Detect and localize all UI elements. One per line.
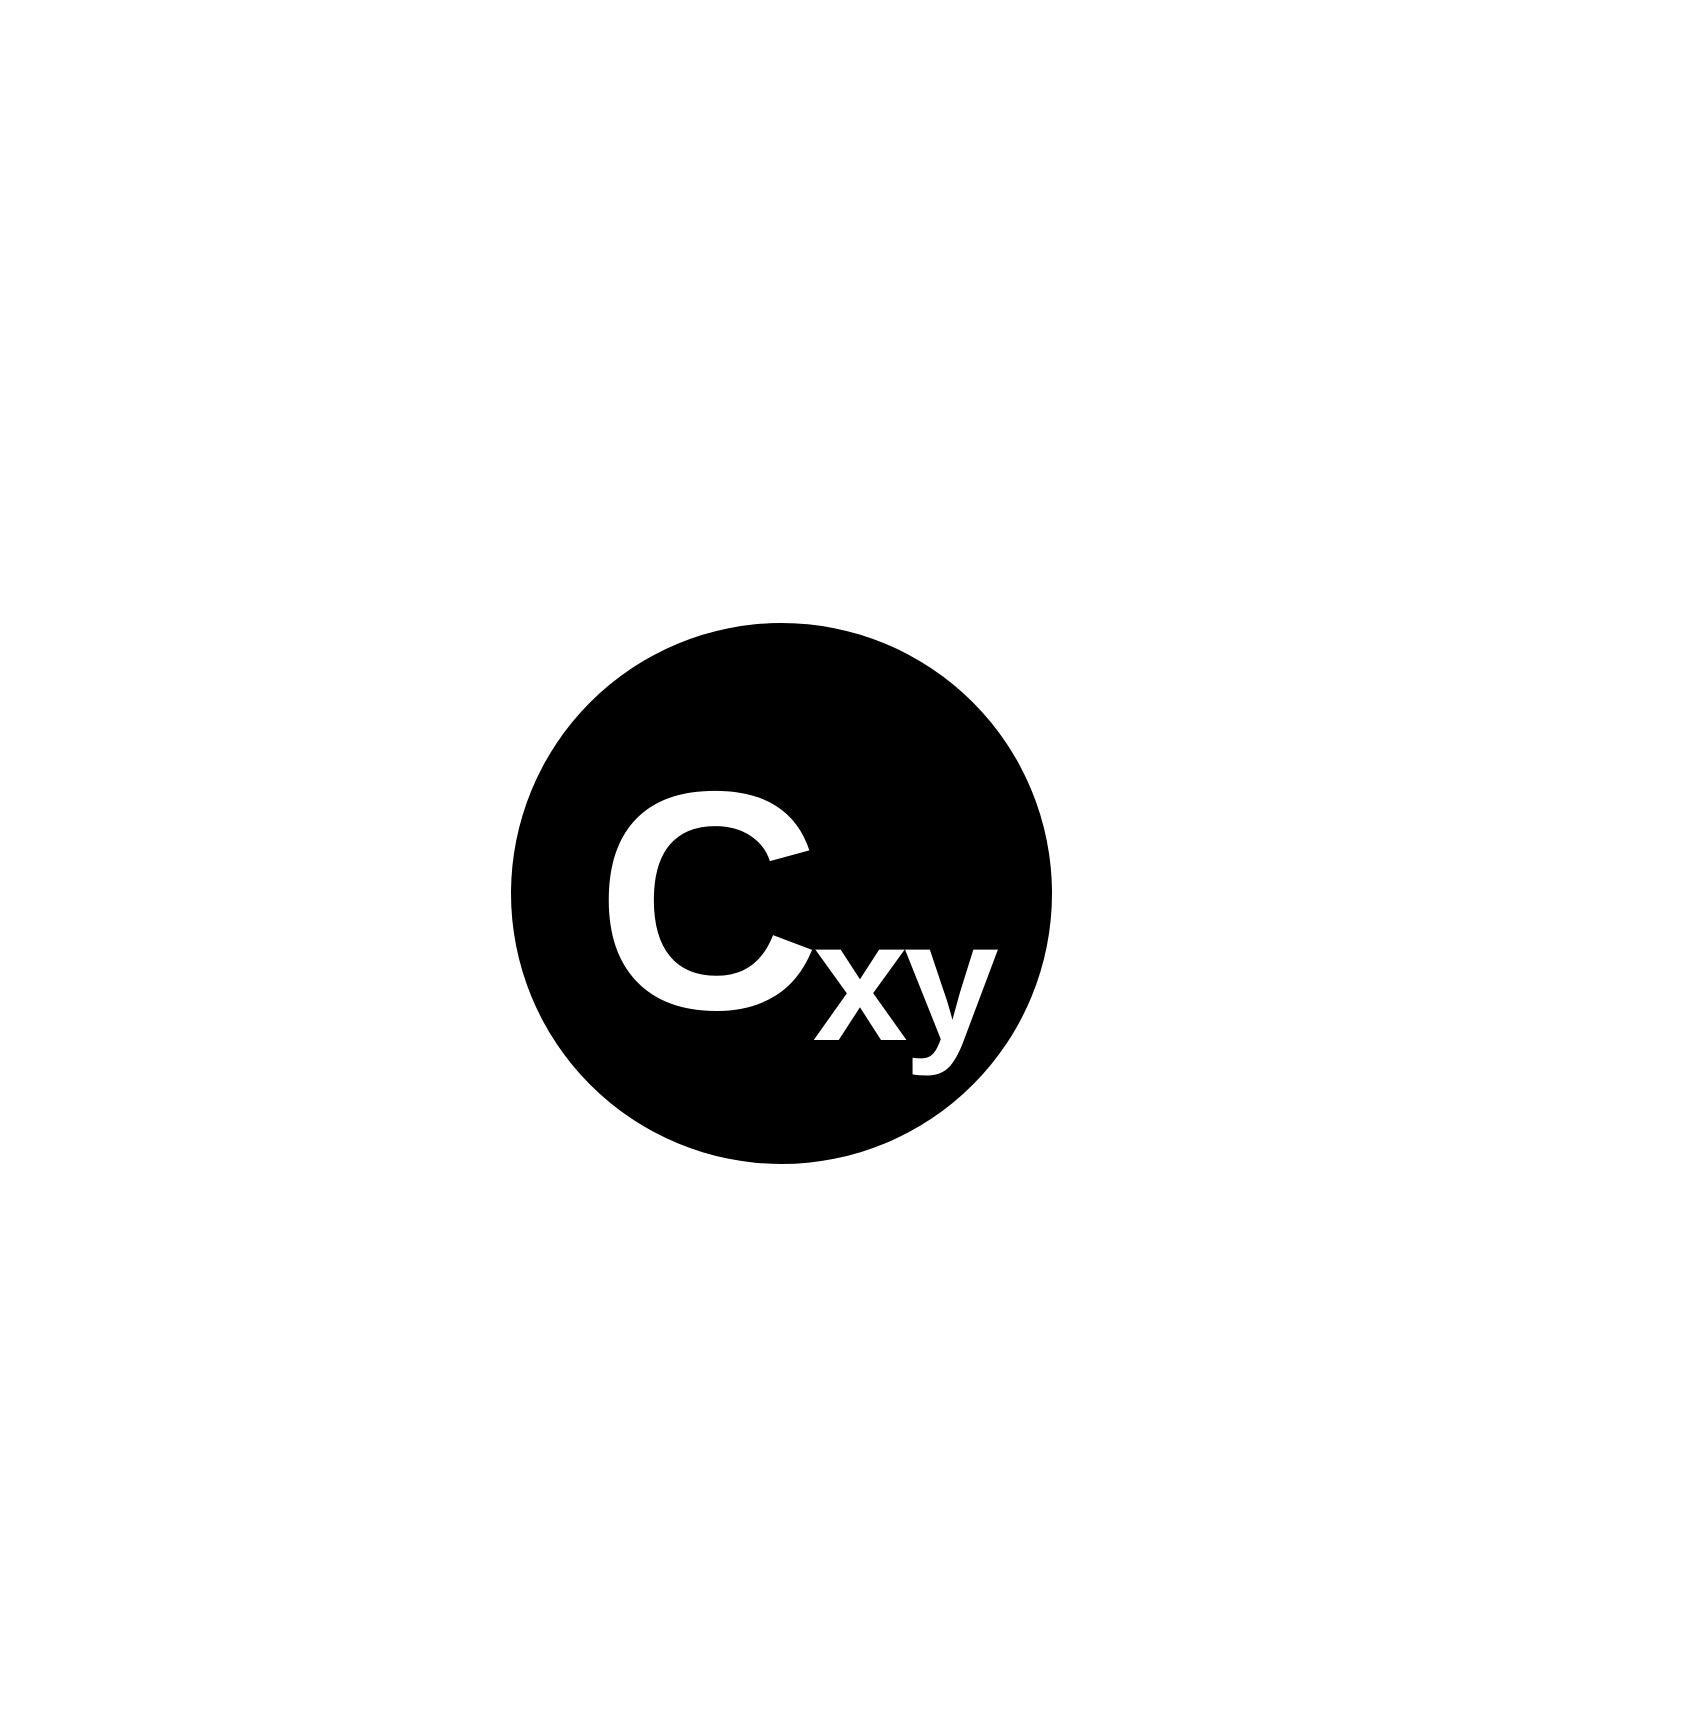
- circle-badge: [511, 623, 1052, 1164]
- badge-subscript: xy: [812, 886, 999, 1077]
- badge-label: Cxy: [596, 745, 999, 1068]
- badge-main-letter: C: [596, 726, 821, 1074]
